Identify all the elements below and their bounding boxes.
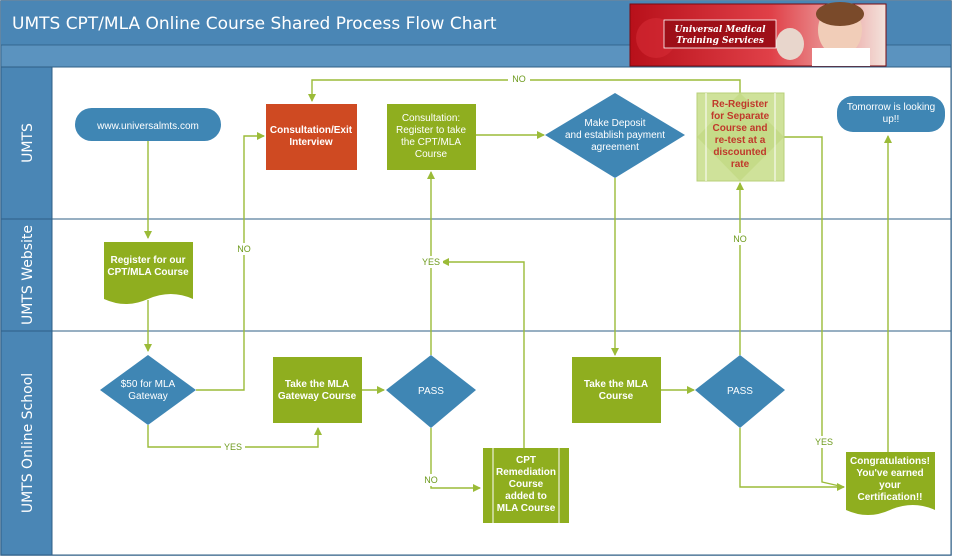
node-congrats-line-1: Congratulations!: [850, 456, 930, 467]
edge-label-bg: [421, 474, 441, 486]
node-reregister-line-2: for Separate: [711, 111, 770, 122]
edge-label-bg: [221, 441, 245, 453]
node-tomorrow-line-1: Tomorrow is looking: [847, 102, 935, 113]
node-remediation-line-4: added to: [505, 491, 547, 502]
node-consult-line-2: Register to take: [396, 125, 466, 136]
node-reregister-line-3: Course and: [712, 123, 767, 134]
node-remediation: CPT Remediation Course added to MLA Cour…: [483, 448, 569, 523]
node-take-mla-line-2: Course: [599, 391, 634, 402]
node-take-gateway-line-2: Gateway Course: [278, 391, 357, 402]
node-reregister: Re-Register for Separate Course and re-t…: [696, 92, 785, 182]
edge-label-bg: [812, 436, 836, 448]
node-consult-line-1: Consultation:: [402, 113, 460, 124]
node-mla-gateway-fee: $50 for MLA Gateway: [100, 355, 196, 425]
edge-label-bg: [234, 243, 254, 255]
edge-label-yes-pass2: YES: [815, 437, 833, 447]
node-take-mla: Take the MLA Course: [572, 357, 661, 423]
node-take-mla-line-1: Take the MLA: [584, 379, 648, 390]
lane-label-umts: UMTS: [20, 123, 36, 163]
node-deposit-line-3: agreement: [591, 142, 639, 153]
node-congrats-line-3: your: [879, 480, 901, 491]
node-tomorrow-line-2: up!!: [883, 114, 900, 125]
node-register-line-1: Register for our: [110, 255, 185, 266]
node-remediation-line-5: MLA Course: [497, 503, 556, 514]
node-website: www.universalmts.com: [75, 108, 221, 141]
edge-label-bg: [419, 256, 443, 268]
node-remediation-line-1: CPT: [516, 455, 536, 466]
edge-label-no-pass1: NO: [424, 475, 438, 485]
node-exit-interview-line-2: Interview: [289, 137, 333, 148]
node-congrats-line-4: Certification!!: [858, 492, 923, 503]
edge-pass2-yes-to-congrats: [739, 428, 845, 491]
edge-label-bg: [508, 73, 530, 85]
edge-label-no-gateway: NO: [237, 244, 251, 254]
node-fee-line-1: $50 for MLA: [121, 379, 176, 390]
node-register-line-2: CPT/MLA Course: [107, 267, 189, 278]
node-make-deposit: Make Deposit and establish payment agree…: [545, 93, 685, 178]
edge-label-yes-pass1: YES: [422, 257, 440, 267]
node-take-gateway-line-1: Take the MLA: [285, 379, 349, 390]
node-reregister-line-1: Re-Register: [712, 99, 768, 110]
node-consult-register: Consultation: Register to take the CPT/M…: [387, 104, 476, 170]
node-consult-line-3: the CPT/MLA: [401, 137, 461, 148]
node-register-course: Register for our CPT/MLA Course: [104, 242, 193, 304]
edge-fee-no-to-exit: [196, 132, 265, 391]
edges: [144, 79, 892, 492]
node-remediation-line-3: Course: [509, 479, 544, 490]
node-congratulations: Congratulations! You've earned your Cert…: [846, 452, 935, 515]
node-website-text: www.universalmts.com: [96, 121, 199, 132]
logo-line-1: Universal Medical: [674, 25, 766, 35]
node-exit-interview: Consultation/Exit Interview: [266, 104, 357, 170]
node-reregister-line-6: rate: [731, 159, 750, 170]
node-pass-2: PASS: [695, 355, 785, 428]
edge-remediation-to-yes: [441, 258, 525, 448]
node-congrats-line-2: You've earned: [856, 468, 923, 479]
edge-pass1-no-to-remediation: [430, 428, 481, 492]
page-title: UMTS CPT/MLA Online Course Shared Proces…: [12, 14, 497, 34]
company-logo: Universal Medical Training Services: [629, 2, 887, 67]
node-pass-2-text: PASS: [727, 386, 753, 397]
node-remediation-line-2: Remediation: [496, 467, 556, 478]
node-pass-1-text: PASS: [418, 386, 444, 397]
node-tomorrow: Tomorrow is looking up!!: [837, 96, 945, 132]
edge-label-no-top: NO: [512, 74, 526, 84]
node-deposit-line-1: Make Deposit: [584, 118, 645, 129]
node-take-gateway: Take the MLA Gateway Course: [273, 357, 362, 423]
node-fee-line-2: Gateway: [128, 391, 167, 402]
node-consult-line-4: Course: [415, 149, 448, 160]
node-pass-1: PASS: [386, 355, 476, 428]
edge-label-bg: [730, 233, 750, 245]
edge-reregister-to-congrats: [784, 136, 845, 488]
node-deposit-line-2: and establish payment: [565, 130, 665, 141]
node-exit-interview-line-1: Consultation/Exit: [270, 125, 353, 136]
node-reregister-line-4: re-test at a: [715, 135, 766, 146]
lane-label-umts-online-school: UMTS Online School: [20, 373, 36, 513]
edge-label-yes-gateway: YES: [224, 442, 242, 452]
edge-label-no-pass2: NO: [733, 234, 747, 244]
lane-label-umts-website: UMTS Website: [20, 225, 36, 325]
node-reregister-line-5: discounted: [713, 147, 766, 158]
logo-line-2: Training Services: [676, 36, 764, 46]
